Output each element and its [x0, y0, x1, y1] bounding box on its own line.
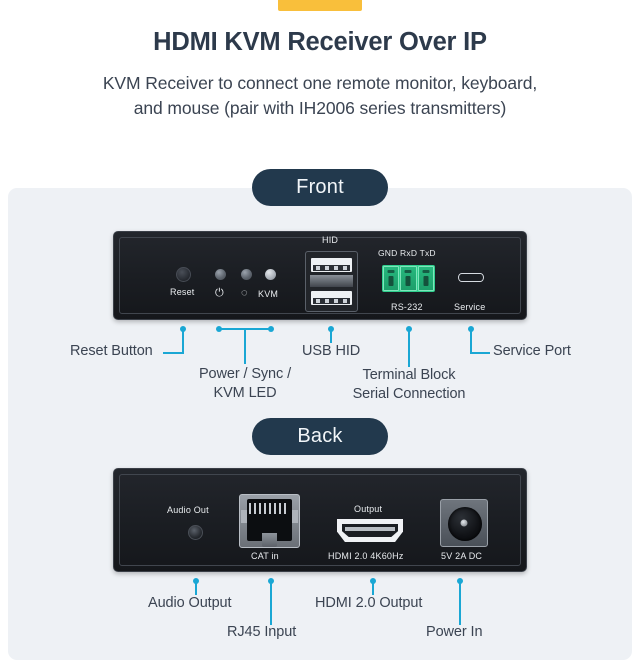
leader-v-terminal — [408, 329, 410, 367]
callout-audio-output: Audio Output — [148, 595, 232, 611]
label-output: Output — [354, 504, 383, 514]
header-block: HDMI KVM Receiver Over IP KVM Receiver t… — [0, 26, 640, 121]
leader-v-hdmi — [372, 581, 374, 595]
callout-rj45-input: RJ45 Input — [227, 624, 297, 640]
leader-dot-led-right — [268, 326, 274, 332]
label-reset: Reset — [170, 287, 195, 297]
service-port-micro-usb[interactable] — [458, 273, 484, 282]
leader-v-reset — [182, 329, 184, 354]
rs232-terminal-block[interactable] — [382, 265, 435, 292]
callout-power-in: Power In — [426, 624, 483, 640]
terminal-rxd — [400, 266, 417, 291]
usb-port-lower[interactable] — [311, 291, 352, 305]
label-rs232: RS-232 — [391, 302, 423, 312]
callout-usb-hid: USB HID — [302, 343, 361, 359]
label-terminal-pins: GND RxD TxD — [378, 248, 436, 258]
leader-v-service — [470, 329, 472, 354]
leader-v-usb — [330, 329, 332, 343]
leader-v-power — [459, 581, 461, 625]
hdmi-output-port[interactable] — [337, 519, 403, 542]
subtitle-line-2: and mouse (pair with IH2006 series trans… — [133, 97, 507, 118]
leader-h-service — [470, 352, 490, 354]
callout-hdmi-output: HDMI 2.0 Output — [315, 595, 423, 611]
callout-terminal-block: Terminal Block Serial Connection — [343, 366, 475, 404]
reset-button-port[interactable] — [176, 267, 191, 282]
page-subtitle: KVM Receiver to connect one remote monit… — [0, 71, 640, 121]
page-title: HDMI KVM Receiver Over IP — [153, 28, 487, 56]
callout-reset-button: Reset Button — [70, 343, 153, 359]
sync-icon: ◌ — [241, 287, 248, 299]
usb-hid-ports[interactable] — [305, 251, 358, 312]
usb-tongue-lower — [313, 298, 350, 304]
dc-power-jack[interactable] — [440, 499, 488, 547]
rj45-notch — [262, 533, 277, 547]
leader-v-led — [244, 328, 246, 364]
callout-led-line-1: Power / Sync / — [198, 366, 292, 382]
leader-h-reset — [163, 352, 183, 354]
power-led — [215, 269, 226, 280]
section-pill-front: Front — [252, 169, 388, 206]
callout-terminal-line-2: Serial Connection — [352, 385, 466, 402]
label-hdmi-spec: HDMI 2.0 4K60Hz — [328, 551, 404, 561]
rj45-cat-in-port[interactable] — [239, 494, 300, 548]
dc-center-pin — [460, 519, 468, 527]
rj45-tab-right — [292, 510, 298, 523]
hdmi-contact-bar — [345, 527, 395, 531]
leader-v-audio — [195, 581, 197, 595]
callout-service-port: Service Port — [493, 343, 571, 359]
accent-bar — [278, 0, 362, 11]
section-pill-back: Back — [252, 418, 388, 455]
usb-tongue-upper — [313, 265, 350, 271]
label-kvm: KVM — [258, 289, 279, 299]
audio-out-jack[interactable] — [188, 525, 203, 540]
terminal-gnd — [383, 266, 400, 291]
label-hid: HID — [322, 235, 339, 245]
label-power-spec: 5V 2A DC — [441, 551, 483, 561]
subtitle-line-1: KVM Receiver to connect one remote monit… — [102, 73, 538, 94]
label-service: Service — [454, 302, 486, 312]
leader-v-rj45 — [270, 581, 272, 625]
callout-terminal-line-1: Terminal Block — [362, 367, 456, 383]
terminal-txd — [417, 266, 434, 291]
callout-power-sync-kvm-led: Power / Sync / KVM LED — [180, 365, 310, 403]
label-audio-out: Audio Out — [167, 505, 209, 515]
usb-port-upper[interactable] — [311, 258, 352, 272]
label-cat-in: CAT in — [251, 551, 279, 561]
power-icon: ⏻ — [215, 287, 224, 299]
kvm-led — [265, 269, 276, 280]
rj45-pins — [249, 503, 289, 514]
usb-divider — [310, 275, 353, 287]
rj45-tab-left — [241, 510, 247, 523]
sync-led — [241, 269, 252, 280]
callout-led-line-2: KVM LED — [213, 384, 277, 401]
